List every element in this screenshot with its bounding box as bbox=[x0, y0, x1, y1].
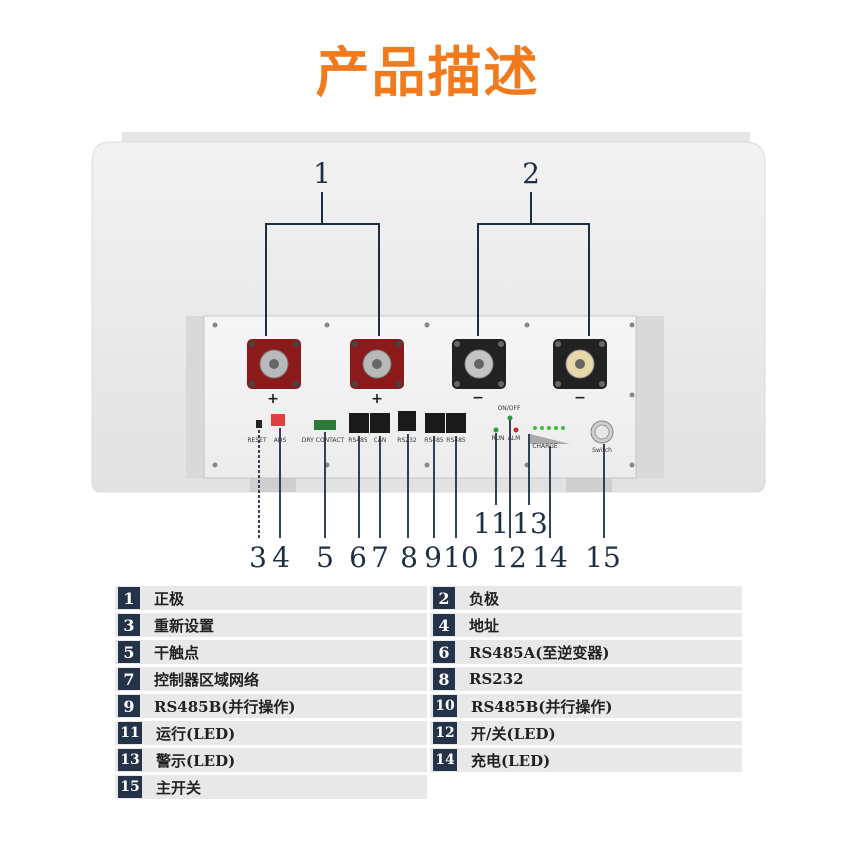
callout-5: 5 bbox=[316, 541, 334, 574]
legend-text: 警示(LED) bbox=[156, 751, 236, 770]
legend-row: 9 RS485B(并行操作) bbox=[115, 694, 427, 718]
battery-diagram: + + − − bbox=[91, 132, 766, 538]
legend-row: 12 开/关(LED) bbox=[430, 721, 742, 745]
legend-number: 8 bbox=[433, 668, 455, 690]
callout-3: 3 bbox=[249, 541, 267, 574]
legend-text: RS232 bbox=[469, 670, 524, 688]
polarity-mark: + bbox=[267, 391, 279, 407]
legend-number: 7 bbox=[118, 668, 140, 690]
legend-number: 1 bbox=[118, 587, 140, 609]
legend-number: 5 bbox=[118, 641, 140, 663]
callout-9: 9 bbox=[424, 541, 442, 574]
legend-number: 11 bbox=[118, 722, 142, 744]
legend-row: 13 警示(LED) bbox=[115, 748, 427, 772]
legend-number: 6 bbox=[433, 641, 455, 663]
alarm-led bbox=[513, 427, 519, 433]
legend-text: RS485A(至逆变器) bbox=[469, 643, 610, 662]
main-switch bbox=[590, 420, 614, 444]
legend-row: 3 重新设置 bbox=[115, 613, 427, 637]
callout-lines bbox=[265, 192, 590, 336]
rs485-label: RS485 bbox=[348, 437, 368, 444]
rs485-port-3 bbox=[446, 413, 466, 433]
legend-number: 13 bbox=[118, 749, 142, 771]
positive-terminal-2 bbox=[350, 339, 404, 389]
polarity-mark: − bbox=[574, 390, 586, 406]
rs232-port bbox=[398, 411, 416, 431]
legend-row: 7 控制器区域网络 bbox=[115, 667, 427, 691]
rs485-port bbox=[349, 413, 369, 433]
legend-row: 10 RS485B(并行操作) bbox=[430, 694, 742, 718]
ads-label: ADS bbox=[273, 437, 287, 444]
dry-contact-label: DRY CONTACT bbox=[301, 437, 345, 444]
polarity-mark: − bbox=[472, 390, 484, 406]
callout-13: 13 bbox=[512, 507, 548, 540]
rs485-label-3: RS485 bbox=[446, 437, 466, 444]
callout-7: 7 bbox=[371, 541, 389, 574]
charge-label: CHARGE bbox=[532, 443, 558, 450]
legend-number: 4 bbox=[433, 614, 455, 636]
legend-number: 9 bbox=[118, 695, 140, 717]
callout-12: 12 bbox=[491, 541, 527, 574]
legend-text: 开/关(LED) bbox=[471, 724, 556, 743]
legend-text: 主开关 bbox=[156, 778, 202, 797]
alm-label: ALM bbox=[507, 435, 521, 442]
negative-terminal-2 bbox=[553, 339, 607, 389]
positive-terminal-1 bbox=[247, 339, 301, 389]
on-off-label: ON/OFF bbox=[497, 405, 521, 412]
legend-text: 重新设置 bbox=[154, 616, 215, 635]
legend-number: 15 bbox=[118, 776, 142, 798]
rs232-label: RS232 bbox=[397, 437, 417, 444]
charge-leds bbox=[530, 426, 570, 444]
page-title: 产品描述 bbox=[315, 41, 540, 104]
callout-8: 8 bbox=[400, 541, 418, 574]
legend-row: 2 负极 bbox=[430, 586, 742, 610]
legend-number: 3 bbox=[118, 614, 140, 636]
legend-row: 11 运行(LED) bbox=[115, 721, 427, 745]
callout-2: 2 bbox=[522, 157, 540, 190]
callout-leaders bbox=[258, 420, 605, 538]
on-off-led bbox=[507, 415, 513, 421]
callout-6: 6 bbox=[349, 541, 367, 574]
legend-text: 正极 bbox=[154, 589, 185, 608]
negative-terminal-1 bbox=[452, 339, 506, 389]
dry-contact-terminal bbox=[314, 420, 336, 430]
legend-row: 6 RS485A(至逆变器) bbox=[430, 640, 742, 664]
legend-row: 15 主开关 bbox=[115, 775, 427, 799]
legend-text: 控制器区域网络 bbox=[154, 670, 260, 689]
legend-text: 运行(LED) bbox=[156, 724, 236, 743]
legend-number: 2 bbox=[433, 587, 455, 609]
callout-10: 10 bbox=[443, 541, 479, 574]
legend-row: 1 正极 bbox=[115, 586, 427, 610]
run-label: RUN bbox=[491, 435, 505, 442]
reset-label: RESET bbox=[247, 437, 267, 444]
legend-text: 充电(LED) bbox=[471, 751, 551, 770]
legend-number: 12 bbox=[433, 722, 457, 744]
legend-row: 5 干触点 bbox=[115, 640, 427, 664]
legend-row: 8 RS232 bbox=[430, 667, 742, 691]
switch-label: Switch bbox=[592, 447, 612, 454]
callout-4: 4 bbox=[272, 541, 290, 574]
legend-text: RS485B(并行操作) bbox=[471, 697, 613, 716]
rs485-label-2: RS485 bbox=[424, 437, 444, 444]
polarity-mark: + bbox=[371, 391, 383, 407]
callout-15: 15 bbox=[585, 541, 621, 574]
address-dip-switch bbox=[271, 414, 285, 426]
can-label: CAN bbox=[373, 437, 387, 444]
legend-text: 干触点 bbox=[154, 643, 200, 662]
legend-text: RS485B(并行操作) bbox=[154, 697, 296, 716]
legend-row: 14 充电(LED) bbox=[430, 748, 742, 772]
rs485-port-2 bbox=[425, 413, 445, 433]
legend-text: 地址 bbox=[469, 616, 500, 635]
callout-11: 11 bbox=[473, 507, 509, 540]
legend-row: 4 地址 bbox=[430, 613, 742, 637]
callout-1: 1 bbox=[313, 157, 331, 190]
legend-text: 负极 bbox=[469, 589, 500, 608]
reset-button bbox=[256, 420, 262, 428]
callout-14: 14 bbox=[532, 541, 568, 574]
run-led bbox=[493, 427, 499, 433]
can-port bbox=[370, 413, 390, 433]
legend-number: 14 bbox=[433, 749, 457, 771]
legend-number: 10 bbox=[433, 695, 457, 717]
